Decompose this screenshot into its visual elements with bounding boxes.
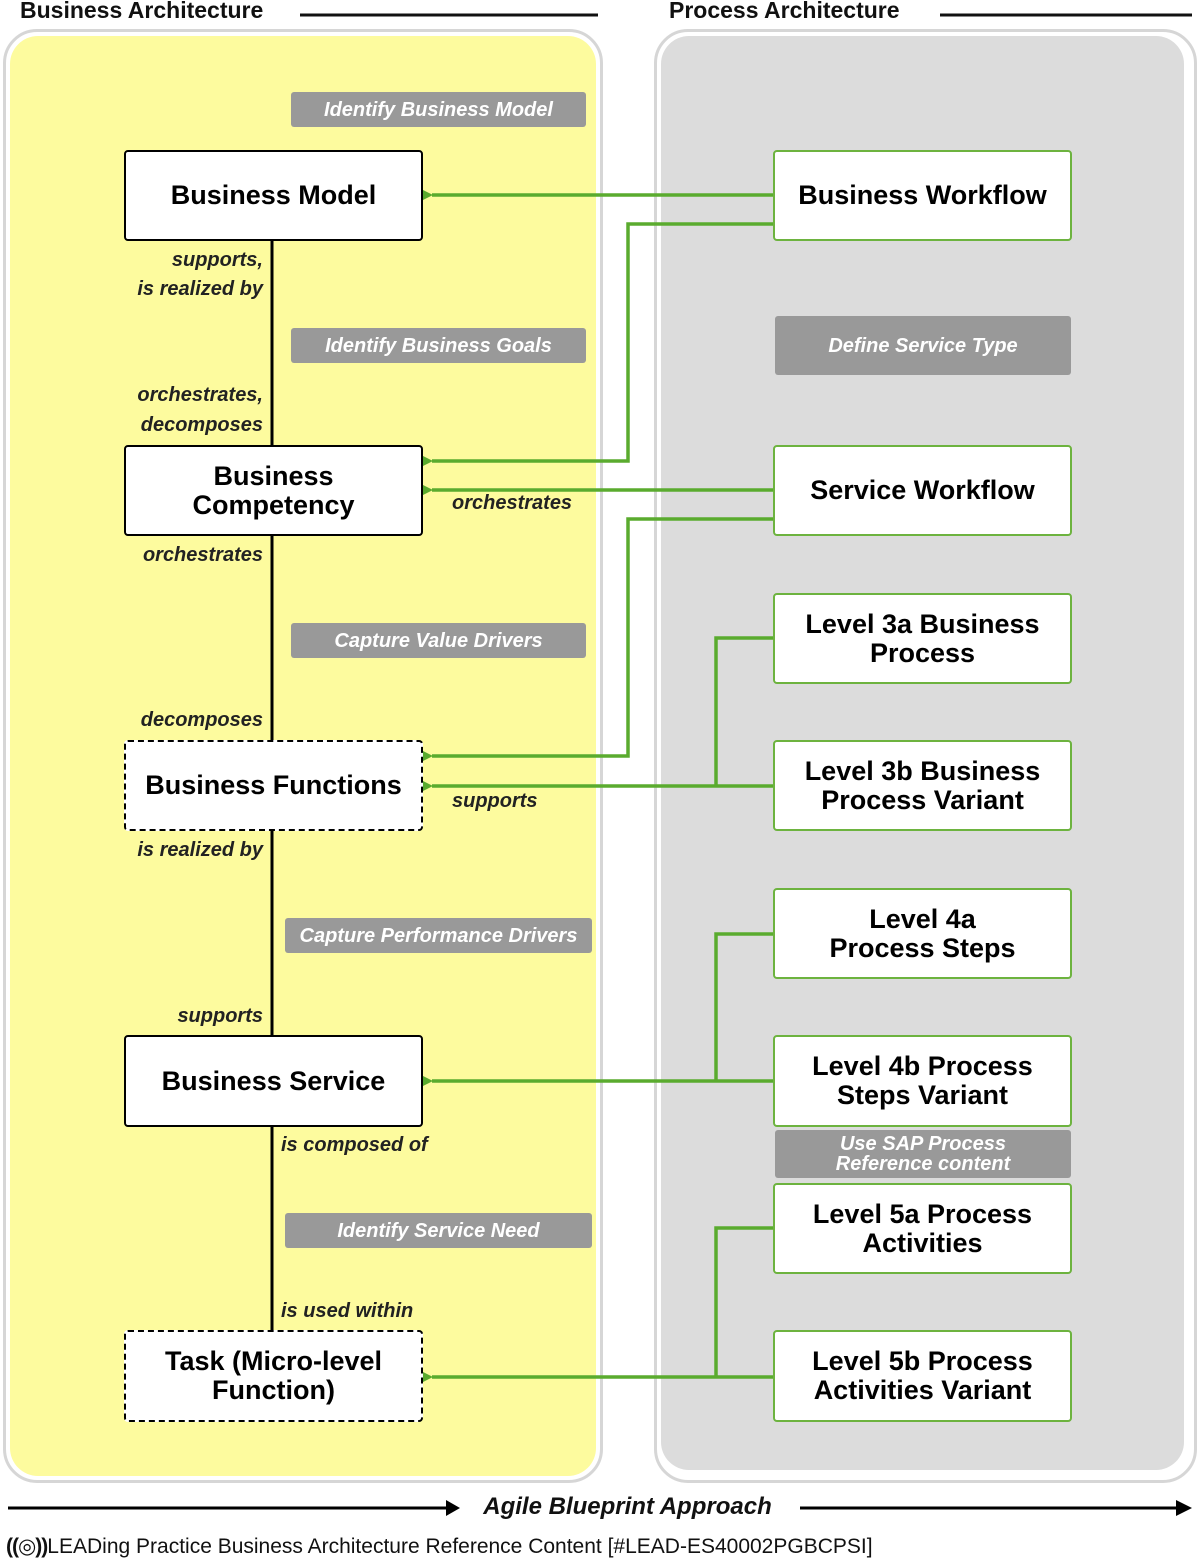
line-l3a-join [714,636,774,786]
rel-realized-by: is realized by [137,839,263,861]
level-4b-node: Level 4b Process Steps Variant [773,1035,1072,1127]
rel-supports-above: supports [177,1005,263,1027]
arrow-workflow-to-competency [423,222,774,466]
task-node: Task (Micro-level Function) [124,1330,423,1422]
business-competency-node: Business Competency [124,445,423,536]
rel-supports: supports, [171,249,263,271]
process-architecture-title: Process Architecture [669,0,908,24]
rel-competency-orchestrates: orchestrates [452,492,573,514]
step-capture-value-drivers: Capture Value Drivers [291,623,586,658]
service-workflow-node: Service Workflow [773,445,1072,536]
leading-practice-logo-icon: ((◎)) [6,1535,48,1558]
level-5b-node: Level 5b Process Activities Variant [773,1330,1072,1422]
rel-is-used-within: is used within [281,1300,414,1322]
rel-functions-supports: supports [452,790,538,812]
level-5a-node: Level 5a Process Activities [773,1183,1072,1274]
line-l5a-join [714,1226,774,1377]
business-model-node: Business Model [124,150,423,241]
step-capture-performance-drivers: Capture Performance Drivers [285,918,592,953]
process-architecture-panel [654,29,1197,1483]
level-4a-node: Level 4a Process Steps [773,888,1072,979]
copyright-line: ((◎))LEADing Practice Business Architect… [6,1534,873,1559]
agile-blueprint-approach-label: Agile Blueprint Approach [460,1493,795,1521]
step-define-service-type: Define Service Type [775,316,1071,375]
level-3a-node: Level 3a Business Process [773,593,1072,684]
rel-orchestrates-below: orchestrates [142,544,263,566]
rel-is-realized-by: is realized by [137,278,263,300]
rel-decomposes: decomposes [140,414,263,436]
business-functions-node: Business Functions [124,740,423,831]
arrow-service-workflow-to-functions [423,517,774,761]
rel-orchestrates: orchestrates, [137,384,263,406]
step-identify-business-model: Identify Business Model [291,92,586,127]
rel-decomposes-above: decomposes [140,709,263,731]
rel-is-composed-of: is composed of [281,1134,428,1156]
step-use-sap-process-reference: Use SAP Process Reference content [775,1130,1071,1178]
line-l4a-join [714,932,774,1081]
business-workflow-node: Business Workflow [773,150,1072,241]
step-identify-business-goals: Identify Business Goals [291,328,586,363]
business-service-node: Business Service [124,1035,423,1127]
step-identify-service-need: Identify Service Need [285,1213,592,1248]
copyright-text: LEADing Practice Business Architecture R… [47,1535,873,1558]
level-3b-node: Level 3b Business Process Variant [773,740,1072,831]
business-architecture-title: Business Architecture [20,0,272,24]
